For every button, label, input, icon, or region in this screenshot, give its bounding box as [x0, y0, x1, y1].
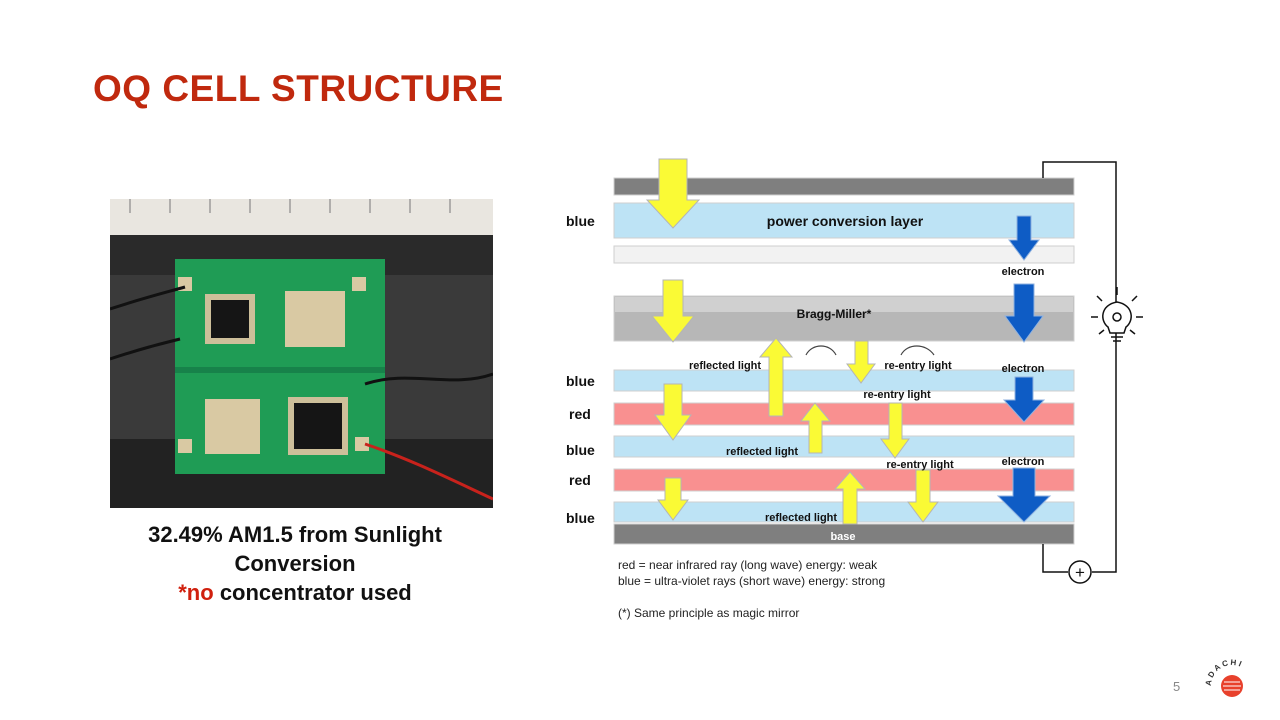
- caption-no-text: *no: [178, 580, 214, 605]
- red-layer-1: [613, 402, 1075, 426]
- caption-line-2: Conversion: [234, 551, 356, 576]
- legend-blue: blue = ultra-violet rays (short wave) en…: [618, 574, 886, 588]
- reentry-curve-1: [805, 345, 837, 356]
- thin-layer: [613, 245, 1075, 264]
- incoming-light-arrow-4: [657, 477, 689, 521]
- bragg-label: Bragg-Miller*: [797, 307, 872, 321]
- color-legend: red = near infrared ray (long wave) ener…: [618, 557, 885, 621]
- reentry-label-2: re-entry light: [863, 389, 931, 401]
- plus-sign: +: [1075, 563, 1085, 582]
- base-label: base: [830, 531, 855, 543]
- reflected-label-2: reflected light: [726, 446, 798, 458]
- row-label-blue-3: blue: [566, 442, 595, 458]
- row-label-blue-2: blue: [566, 373, 595, 389]
- reentry-label-1: re-entry light: [884, 360, 952, 372]
- blue-layer-2: [613, 435, 1075, 458]
- circuit-wire-right: [1042, 161, 1117, 573]
- efficiency-caption: 32.49% AM1.5 from Sunlight Conversion *n…: [110, 520, 480, 607]
- electron-arrow-3: [1002, 376, 1046, 423]
- reflected-label-1: reflected light: [689, 360, 761, 372]
- caption-line-1: 32.49% AM1.5 from Sunlight: [148, 522, 442, 547]
- reflected-light-arrow-1: [758, 337, 794, 417]
- bragg-highlight: [615, 297, 1073, 312]
- circuit-wire-bottom: [1042, 544, 1068, 573]
- power-layer-label: power conversion layer: [767, 213, 924, 229]
- top-gray-layer: [613, 177, 1075, 196]
- reflected-light-arrow-2: [799, 402, 832, 454]
- electron-label-2: electron: [1002, 363, 1045, 375]
- page-number: 5: [1173, 679, 1181, 694]
- row-label-blue-1: blue: [566, 213, 595, 229]
- reentry-light-arrow-2: [880, 402, 910, 459]
- plus-terminal-icon: [1068, 560, 1092, 584]
- electron-label-3: electron: [1002, 456, 1045, 468]
- caption-line-3: *no concentrator used: [110, 578, 480, 607]
- electron-label-1: electron: [1002, 266, 1045, 278]
- legend-note: (*) Same principle as magic mirror: [618, 606, 800, 620]
- caption-tail-text: concentrator used: [213, 580, 412, 605]
- lightbulb-gear-icon: [1091, 287, 1143, 342]
- row-label-red-1: red: [569, 406, 591, 422]
- solar-cell-photo: [110, 199, 493, 508]
- slide-title: OQ CELL STRUCTURE: [93, 68, 504, 109]
- reflected-label-3: reflected light: [765, 512, 837, 524]
- adachi-logo: ADACHI: [1204, 658, 1243, 697]
- reentry-label-3: re-entry light: [886, 459, 954, 471]
- row-label-blue-4: blue: [566, 510, 595, 526]
- blue-layer-1: [613, 369, 1075, 392]
- legend-red: red = near infrared ray (long wave) ener…: [618, 558, 878, 572]
- reentry-light-arrow-1: [846, 340, 876, 384]
- reentry-light-arrow-3: [907, 469, 939, 523]
- legend-gap: [618, 589, 885, 605]
- incoming-light-arrow-3: [654, 383, 692, 441]
- incoming-light-arrow-1: [645, 158, 701, 229]
- row-label-red-2: red: [569, 472, 591, 488]
- reentry-curve-2: [900, 345, 935, 356]
- electron-arrow-1: [1008, 215, 1040, 261]
- electron-arrow-2: [1004, 283, 1044, 343]
- incoming-light-arrow-2: [650, 279, 696, 343]
- reflected-light-arrow-3: [833, 471, 867, 525]
- electron-arrow-4: [996, 467, 1052, 523]
